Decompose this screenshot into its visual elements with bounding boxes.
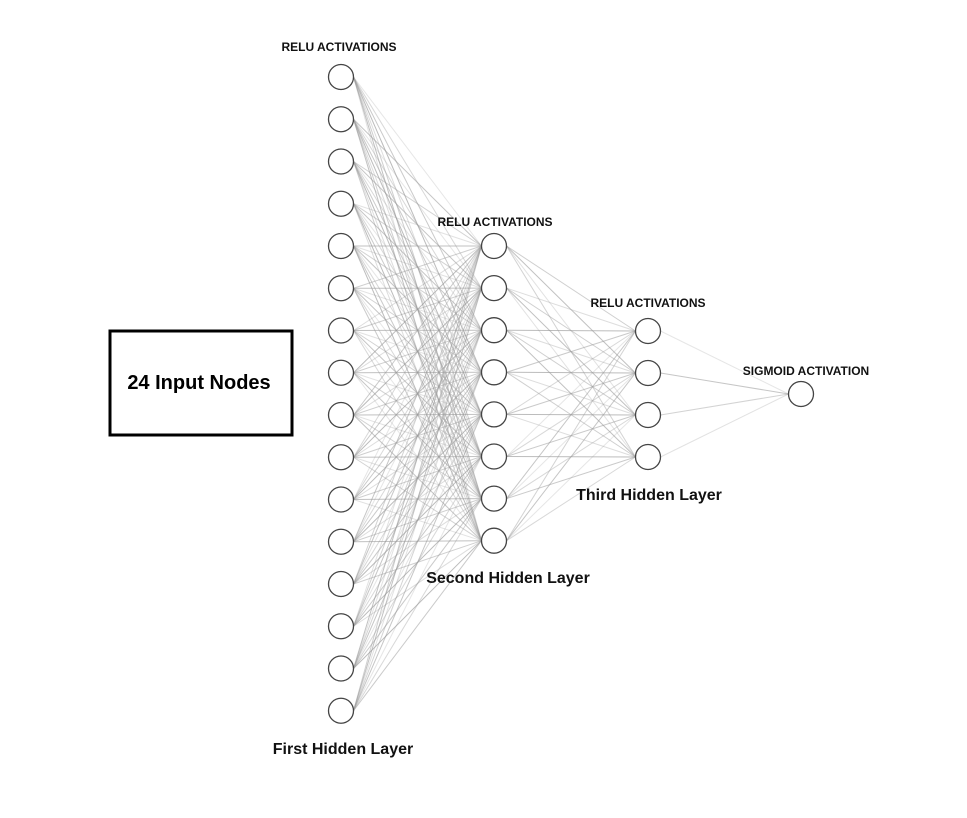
edge-first-13-to-second-2 [353,330,482,627]
node-first-14 [327,655,355,682]
node-first-3 [327,190,355,217]
edge-second-4-to-third-0 [506,330,636,415]
node-first-6 [327,317,355,344]
node-first-10 [327,486,355,513]
edge-third-0-to-output-0 [660,330,789,395]
edge-first-1-to-second-0 [353,118,482,247]
edge-first-15-to-second-6 [353,498,482,712]
edge-second-5-to-third-2 [506,414,636,457]
edge-first-8-to-second-1 [353,287,482,416]
third-hidden-layer-label: Third Hidden Layer [576,487,722,504]
edge-first-8-to-second-0 [353,245,482,416]
node-output-0 [787,380,815,408]
node-first-9 [327,444,355,471]
neuron-nodes [327,63,815,724]
edge-third-1-to-output-0 [660,372,789,395]
edge-second-7-to-third-0 [506,330,636,541]
edge-second-6-to-third-1 [506,372,636,499]
node-second-0 [480,232,508,260]
edge-second-7-to-third-1 [506,372,636,542]
node-first-12 [327,570,355,598]
edge-first-15-to-second-3 [353,372,482,711]
edge-first-12-to-second-0 [353,245,482,585]
edge-first-12-to-second-1 [353,287,482,585]
edge-first-13-to-second-0 [353,245,482,627]
first-layer-activation-label: RELU ACTIVATIONS [281,40,396,54]
edge-second-4-to-third-1 [506,372,636,415]
node-first-1 [327,106,355,133]
edge-first-15-to-second-0 [353,245,482,711]
edge-first-6-to-second-0 [353,245,482,331]
node-third-1 [634,359,662,387]
output-layer-activation-label: SIGMOID ACTIVATION [743,364,869,378]
node-first-4 [327,232,355,260]
edge-first-0-to-second-0 [353,76,482,247]
edge-first-9-to-second-0 [353,245,482,458]
node-third-0 [634,317,662,345]
edge-second-0-to-third-0 [506,245,636,332]
edge-second-7-to-third-2 [506,414,636,542]
edge-first-7-to-second-0 [353,245,482,374]
edge-first-1-to-second-1 [353,118,482,289]
second-layer-activation-label: RELU ACTIVATIONS [437,215,552,229]
node-second-6 [480,485,508,512]
edge-third-3-to-output-0 [660,393,789,458]
edge-second-6-to-third-3 [506,456,636,500]
node-first-0 [327,63,355,91]
node-first-15 [327,697,355,724]
input-nodes-box [108,329,294,437]
edge-second-6-to-third-0 [506,330,636,499]
node-second-7 [480,527,508,554]
edge-second-3-to-third-0 [506,330,636,373]
node-first-11 [327,528,355,555]
edge-second-0-to-third-1 [506,245,636,374]
node-first-5 [327,275,355,302]
third-layer-activation-label: RELU ACTIVATIONS [590,296,705,310]
edge-first-3-to-second-0 [353,203,482,247]
node-second-4 [480,401,508,428]
edge-second-2-to-third-0 [506,329,636,332]
node-third-3 [634,443,662,471]
node-second-5 [480,443,508,470]
node-second-2 [480,317,508,344]
node-third-2 [634,401,662,429]
node-second-1 [480,274,508,302]
edge-second-3-to-third-1 [506,371,636,374]
edge-second-5-to-third-0 [506,330,636,457]
edge-first-15-to-second-4 [353,414,482,711]
edge-first-10-to-second-0 [353,245,482,500]
node-first-13 [327,613,355,640]
edge-first-2-to-second-0 [353,161,482,247]
edge-second-1-to-third-0 [506,287,636,332]
edge-first-5-to-second-0 [353,245,482,289]
edge-first-11-to-second-0 [353,245,482,542]
input-nodes-label: 24 Input Nodes [127,372,270,394]
edge-second-7-to-third-3 [506,456,636,542]
edge-first-14-to-second-7 [353,540,482,669]
node-second-3 [480,359,508,386]
node-first-8 [327,401,355,429]
edge-first-14-to-second-3 [353,372,482,669]
edge-first-15-to-second-5 [353,456,482,711]
second-hidden-layer-label: Second Hidden Layer [426,570,590,587]
edge-first-14-to-second-4 [353,414,482,669]
edge-first-15-to-second-2 [353,330,482,711]
first-hidden-layer-label: First Hidden Layer [273,741,413,758]
edge-first-11-to-second-1 [353,287,482,542]
edge-first-14-to-second-0 [353,245,482,669]
node-first-2 [327,148,355,175]
edge-third-2-to-output-0 [660,393,789,416]
edge-first-4-to-second-1 [353,245,482,289]
edge-first-14-to-second-1 [353,287,482,669]
connection-edges [353,76,789,712]
edge-first-15-to-second-1 [353,287,482,711]
node-first-7 [327,359,355,386]
edge-first-15-to-second-7 [353,540,482,712]
